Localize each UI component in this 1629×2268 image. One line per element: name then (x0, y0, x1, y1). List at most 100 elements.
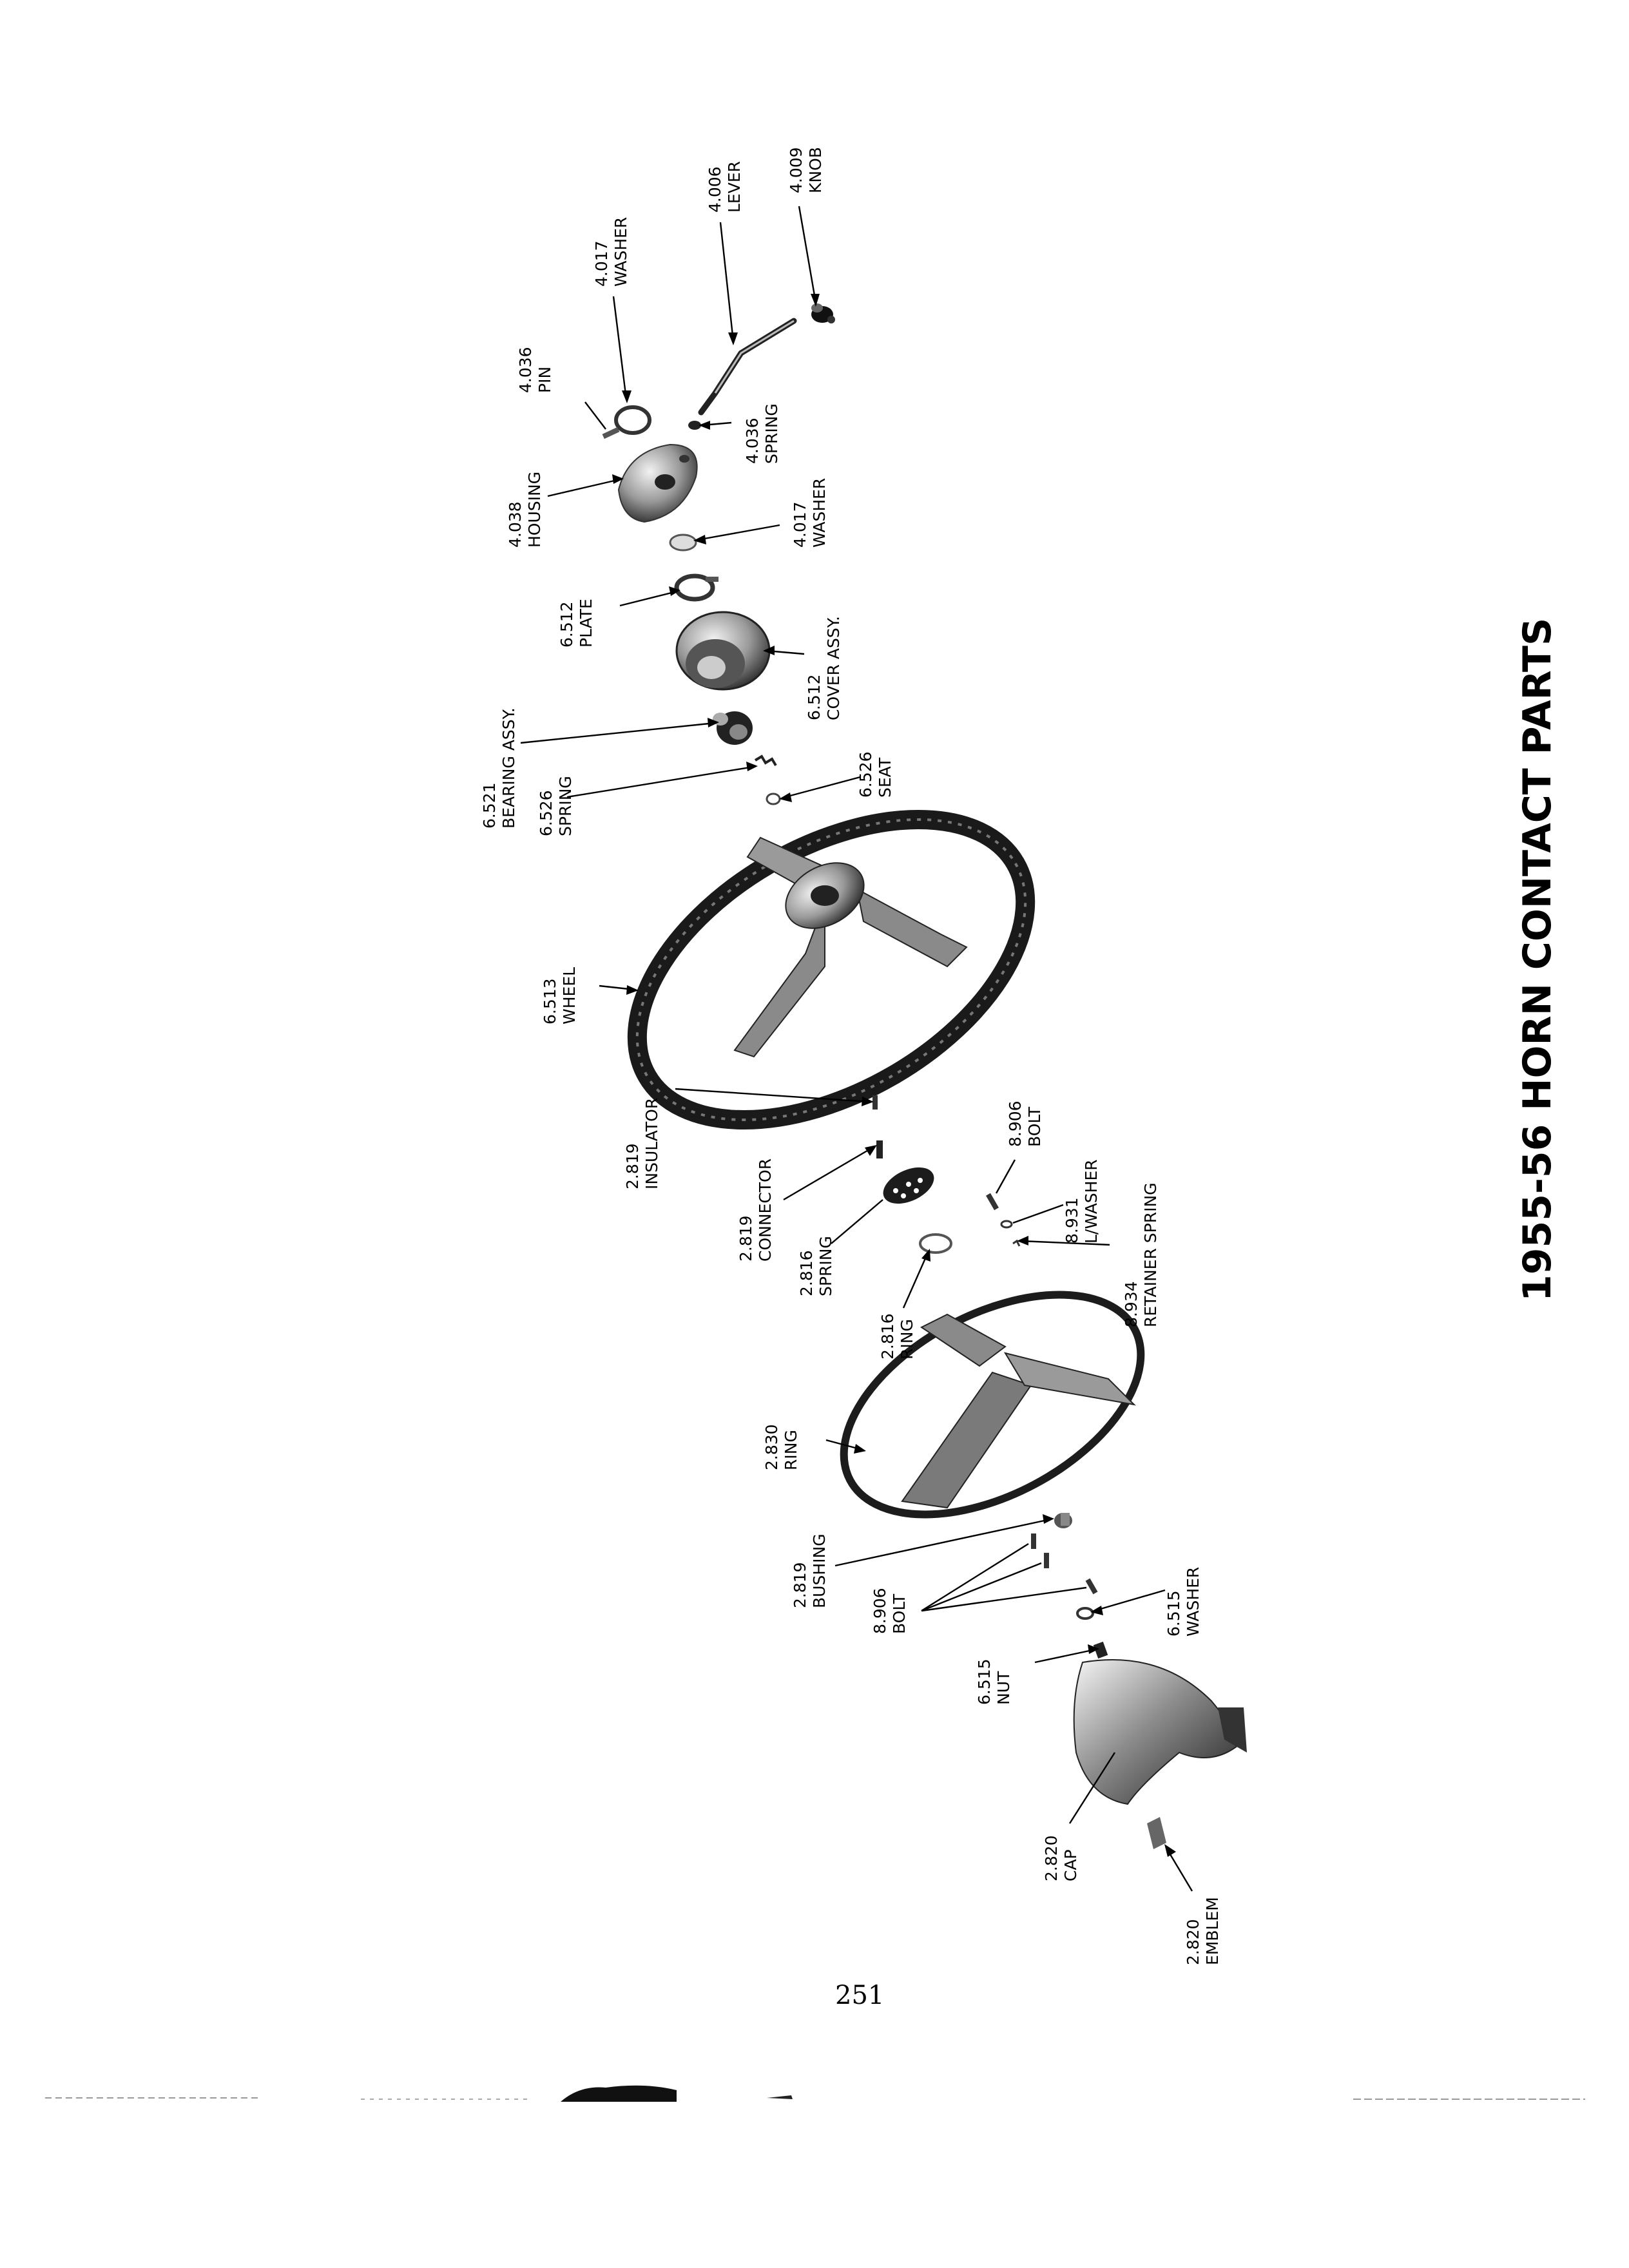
callout-spring-6526: 6.526 SPRING (537, 776, 575, 836)
callout-name: WHEEL (560, 967, 579, 1024)
callout-name: SPRING (762, 403, 781, 464)
callout-number: 2.816 (797, 1250, 816, 1296)
callout-emblem: 2.820 EMBLEM (1184, 1897, 1222, 1965)
callout-lever: 4.006 LEVER (706, 161, 744, 213)
callout-name: BUSHING (810, 1533, 829, 1608)
ring-2816-part (919, 1233, 952, 1254)
bolt-top-part (986, 1193, 999, 1211)
steering-wheel-part (627, 809, 1036, 1130)
page-title: 1955-56 HORN CONTACT PARTS (1515, 618, 1560, 1302)
spring-small-part (688, 421, 701, 430)
callout-name: BOLT (1025, 1106, 1044, 1147)
callout-number: 6.521 (480, 782, 499, 829)
callout-number: 2.820 (1184, 1919, 1202, 1965)
callout-name: WASHER (1184, 1567, 1202, 1637)
pin-part (602, 427, 620, 439)
callout-wheel: 6.513 WHEEL (541, 967, 579, 1024)
bearing-part (713, 711, 753, 745)
lwasher-part (1000, 1220, 1013, 1229)
callout-name: EMBLEM (1203, 1897, 1222, 1965)
callout-name: L/WASHER (1082, 1159, 1101, 1244)
callout-name: CONNECTOR (756, 1158, 775, 1262)
callout-number: 2.820 (1042, 1835, 1061, 1881)
plate-part (674, 573, 718, 602)
callout-number: 4.017 (791, 501, 809, 548)
callout-number: 4.006 (706, 166, 724, 213)
callout-number: 2.816 (878, 1313, 897, 1360)
callout-name: LEVER (725, 161, 744, 213)
emblem-part (1147, 1817, 1166, 1849)
callout-name: RETAINER SPRING (1141, 1182, 1160, 1327)
seat-part (766, 793, 781, 805)
insulator-part (872, 1095, 878, 1110)
callout-number: 8.931 (1063, 1197, 1081, 1244)
callout-number: 2.819 (791, 1562, 809, 1608)
bushing-part (1054, 1513, 1072, 1528)
callout-name: HOUSING (525, 472, 544, 548)
callout-number: 6.526 (856, 751, 875, 798)
callout-spring-4036: 4.036 SPRING (743, 403, 781, 464)
callout-number: 4.009 (787, 147, 805, 193)
callout-name: KNOB (806, 147, 825, 193)
retainer-part (1012, 1239, 1021, 1247)
washer-top-part (614, 405, 651, 435)
callout-name: BEARING ASSY. (499, 707, 518, 829)
callout-cover: 6.512 COVER ASSY. (805, 616, 843, 720)
callout-number: 6.515 (1164, 1590, 1183, 1637)
callout-bolt-top: 8.906 BOLT (1006, 1100, 1044, 1147)
callout-name: BOLT (890, 1593, 909, 1634)
callout-number: 2.830 (762, 1424, 781, 1470)
lever-part (698, 318, 797, 416)
callout-bushing: 2.819 BUSHING (791, 1533, 829, 1608)
callout-number: 4.017 (592, 240, 611, 287)
callout-insulator: 2.819 INSULATOR (623, 1098, 661, 1189)
callout-ring-2830: 2.830 RING (762, 1424, 800, 1470)
callout-plate: 6.512 PLATE (557, 599, 595, 648)
callout-name: NUT (994, 1671, 1013, 1705)
callout-lwasher: 8.931 L/WASHER (1063, 1159, 1101, 1244)
bolts-part (1031, 1533, 1098, 1595)
callout-number: 8.934 (1122, 1281, 1141, 1327)
callout-pin: 4.036 PIN (516, 347, 554, 393)
knob-part (811, 303, 835, 323)
spring-6526-part (754, 754, 777, 767)
callout-washer-4017: 4.017 WASHER (791, 478, 829, 548)
washer-4017-part (669, 533, 697, 552)
scan-artifacts (45, 2085, 1585, 2102)
callout-seat: 6.526 SEAT (856, 751, 894, 798)
callout-name: COVER ASSY. (824, 616, 843, 720)
callout-name: WASHER (810, 478, 829, 548)
callout-number: 2.819 (623, 1143, 642, 1189)
callout-name: SPRING (816, 1236, 835, 1296)
callout-number: 4.036 (516, 347, 535, 393)
callout-number: 6.512 (805, 674, 824, 720)
callout-name: SEAT (876, 757, 894, 798)
callout-washer-6515: 6.515 WASHER (1164, 1567, 1202, 1637)
leader-lines (520, 206, 1193, 1892)
horn-cap-part (1073, 1659, 1247, 1805)
callout-name: CAP (1061, 1849, 1080, 1881)
callout-name: RING (898, 1319, 916, 1360)
nut-part (1093, 1641, 1108, 1659)
callout-number: 4.036 (743, 418, 762, 464)
page-number: 251 (835, 1981, 884, 2010)
callout-number: 6.515 (975, 1658, 994, 1705)
callout-housing: 4.038 HOUSING (506, 472, 544, 548)
callout-name: PIN (535, 367, 554, 393)
callout-number: 6.512 (557, 601, 576, 648)
callout-name: INSULATOR (642, 1098, 661, 1189)
connector-part (876, 1140, 883, 1158)
callout-cap: 2.820 CAP (1042, 1835, 1080, 1881)
spring-2816-part (883, 1167, 934, 1204)
callout-name: PLATE (577, 599, 595, 648)
cover-part (675, 611, 771, 691)
callout-bolt-bottom: 8.906 BOLT (871, 1588, 909, 1634)
horn-ring-part (840, 1291, 1145, 1519)
callout-retainer: 8.934 RETAINER SPRING (1122, 1182, 1160, 1327)
callout-knob: 4.009 KNOB (787, 147, 825, 193)
callout-bearing: 6.521 BEARING ASSY. (480, 707, 518, 829)
callout-name: RING (782, 1430, 800, 1470)
callout-spring-2816: 2.816 SPRING (797, 1236, 835, 1296)
